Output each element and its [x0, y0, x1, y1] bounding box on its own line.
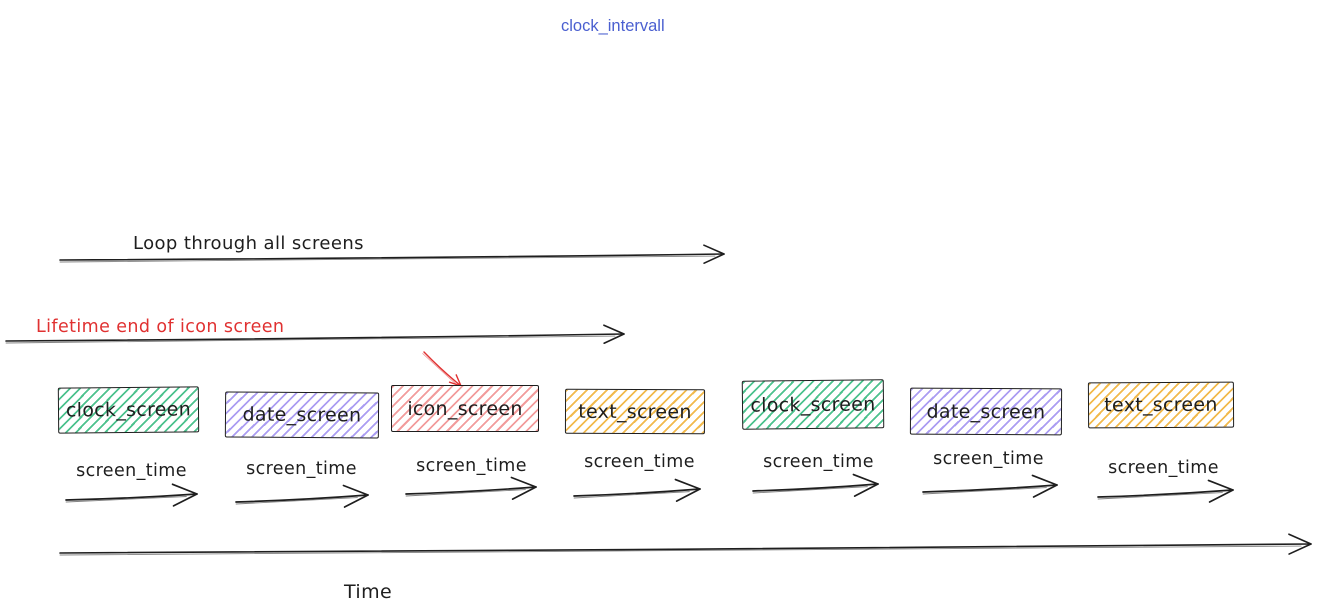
interval-label-7[interactable]: screen_time	[1108, 458, 1219, 478]
interval-label-3[interactable]: screen_time	[416, 456, 527, 476]
lifetime-arrow-label[interactable]: Lifetime end of icon screen	[36, 317, 285, 337]
screen-box-text-1[interactable]: text_screen	[564, 388, 706, 435]
screen-box-label: date_screen	[926, 400, 1046, 423]
screen-box-clock-2[interactable]: clock_screen	[741, 379, 885, 430]
interval-arrow-3[interactable]	[374, 455, 568, 526]
interval-label-5[interactable]: screen_time	[763, 452, 874, 472]
screen-box-label: text_screen	[1104, 393, 1218, 417]
interval-label-2[interactable]: screen_time	[246, 459, 357, 479]
interval-arrow-1[interactable]	[34, 462, 229, 532]
time-axis-arrow[interactable]	[30, 514, 1320, 583]
interval-arrow-4[interactable]	[542, 457, 732, 528]
interval-arrow-7[interactable]	[1066, 458, 1265, 529]
screen-box-clock-1[interactable]: clock_screen	[57, 386, 200, 434]
interval-label-6[interactable]: screen_time	[933, 449, 1044, 469]
screen-box-label: icon_screen	[407, 397, 523, 420]
screen-box-label: date_screen	[242, 403, 362, 427]
screen-box-label: clock_screen	[65, 398, 192, 422]
loop-arrow[interactable]	[32, 226, 752, 288]
time-axis-label[interactable]: Time	[344, 581, 393, 603]
screen-box-text-2[interactable]: text_screen	[1087, 381, 1235, 429]
screen-box-label: text_screen	[578, 400, 692, 423]
interval-label-4[interactable]: screen_time	[584, 452, 695, 472]
screen-box-date-1[interactable]: date_screen	[224, 391, 380, 439]
loop-arrow-label[interactable]: Loop through all screens	[133, 233, 364, 254]
screen-box-label: clock_screen	[750, 392, 876, 417]
lifetime-arrow[interactable]	[0, 306, 652, 369]
screen-box-icon[interactable]: icon_screen	[391, 385, 539, 432]
interval-arrow-5[interactable]	[721, 452, 910, 523]
interval-label-1[interactable]: screen_time	[76, 461, 187, 481]
interval-arrow-6[interactable]	[891, 453, 1089, 524]
diagram-title: clock_intervall	[561, 17, 665, 35]
interval-arrow-2[interactable]	[204, 463, 400, 534]
screen-box-date-2[interactable]: date_screen	[909, 387, 1063, 436]
